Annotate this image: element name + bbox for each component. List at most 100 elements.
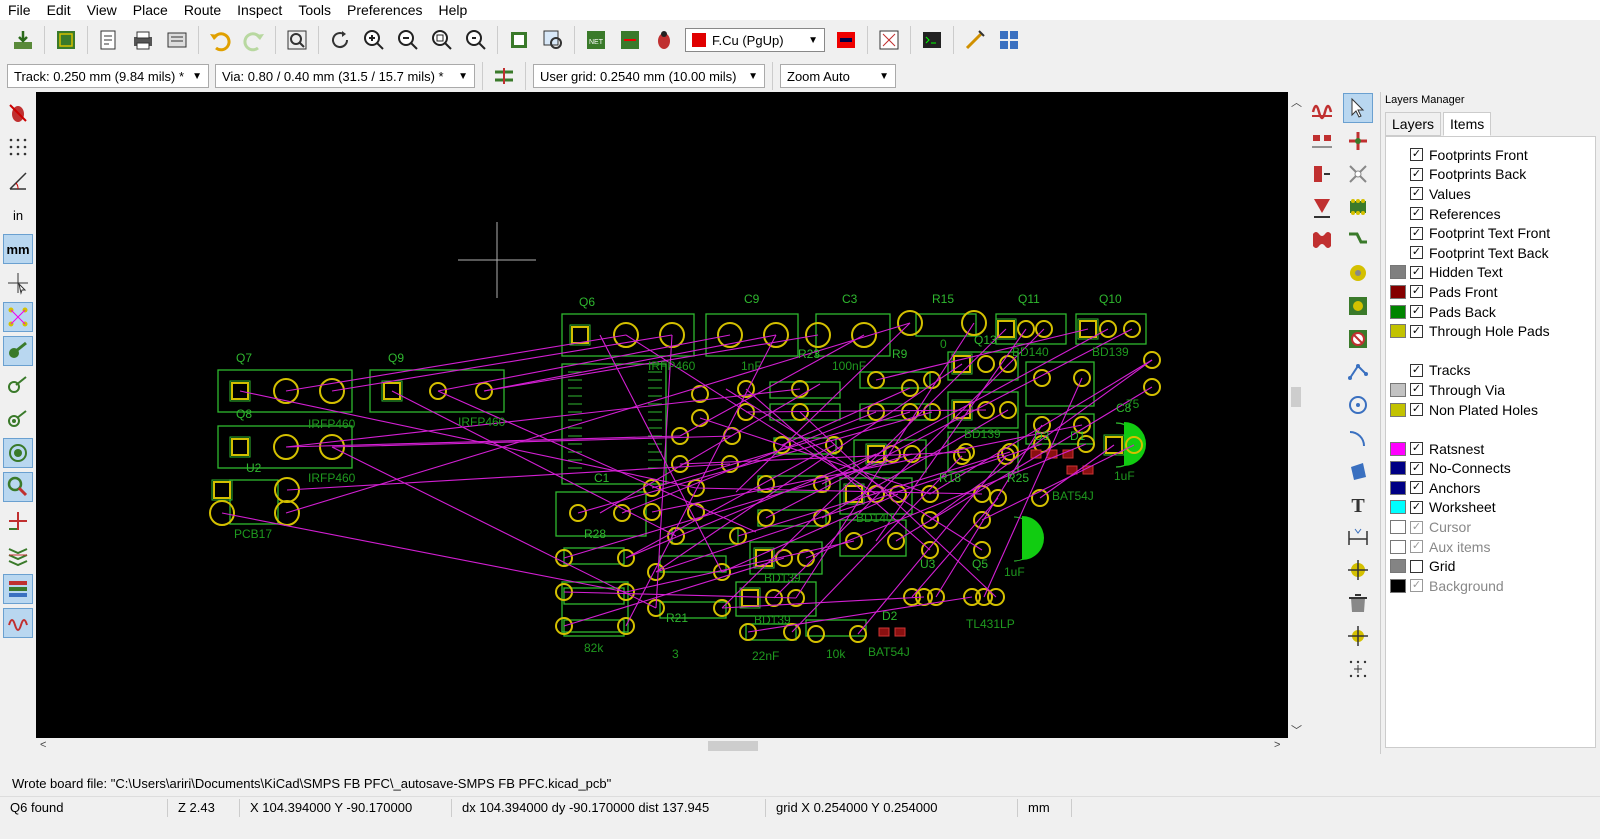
visibility-checkbox[interactable]: ✓ [1410,540,1423,554]
pad-round[interactable] [687,503,705,521]
polar-coords-icon[interactable] [3,166,33,196]
pad-round[interactable] [921,541,939,559]
pad-round[interactable] [805,322,831,348]
drc-off-icon[interactable] [3,98,33,128]
pad-square[interactable] [571,326,589,344]
pad-round[interactable] [617,617,635,635]
pad-round[interactable] [691,385,709,403]
pad-round[interactable] [1077,435,1095,453]
pad-round[interactable] [617,583,635,601]
high-contrast-icon[interactable] [3,472,33,502]
menu-place[interactable]: Place [132,2,168,18]
layers-manager-toggle-icon[interactable] [3,574,33,604]
horizontal-scrollbar[interactable]: < > [36,738,1288,754]
color-swatch[interactable] [1390,265,1406,280]
color-swatch[interactable] [1390,578,1406,593]
update-pcb-icon[interactable] [616,26,644,54]
pad-round[interactable] [209,500,235,526]
layer-selector[interactable]: F.Cu (PgUp) ▼ [685,28,825,52]
zoom-in-icon[interactable] [360,26,388,54]
via-size-select[interactable]: Via: 0.80 / 0.40 mm (31.5 / 15.7 mils) *… [215,64,475,88]
route-track-icon[interactable] [1343,225,1373,255]
ratsnest-toggle-icon[interactable] [3,302,33,332]
pad-square[interactable] [1079,320,1097,338]
visibility-checkbox[interactable]: ✓ [1410,579,1423,593]
pad-round[interactable] [569,504,587,522]
redo-icon[interactable] [240,26,268,54]
pad-round[interactable] [791,380,809,398]
pad-round[interactable] [691,409,709,427]
layer-icon[interactable] [3,540,33,570]
drc-icon[interactable] [650,26,678,54]
pad-round[interactable] [475,382,493,400]
footprint-editor-icon[interactable] [505,26,533,54]
grid-toggle-icon[interactable] [3,132,33,162]
layer-pair-icon[interactable] [832,26,860,54]
pad-round[interactable] [1125,436,1143,454]
pad-square[interactable] [741,589,759,607]
pad-round[interactable] [989,489,1007,507]
zoom-selection-icon[interactable] [462,26,490,54]
color-swatch[interactable] [1390,461,1406,476]
visibility-checkbox[interactable]: ✓ [1410,520,1423,534]
color-swatch[interactable] [1390,539,1406,554]
show-ratsnest-icon[interactable] [875,26,903,54]
scroll-up-icon[interactable]: ︿ [1291,97,1302,109]
pad-round[interactable] [617,549,635,567]
select-arrow-icon[interactable] [1343,93,1373,123]
autoroute-icon[interactable] [961,26,989,54]
pad-round[interactable] [851,322,877,348]
pad-round[interactable] [729,527,747,545]
menu-view[interactable]: View [86,2,117,18]
vertical-scroll-thumb[interactable] [1291,387,1301,407]
pad-round[interactable] [717,322,743,348]
color-swatch[interactable] [1390,402,1406,417]
pad-round[interactable] [887,532,905,550]
pad-outline-icon[interactable] [3,370,33,400]
pad-round[interactable] [1033,369,1051,387]
zoom-fit-icon[interactable] [428,26,456,54]
pad-round[interactable] [977,355,995,373]
menu-help[interactable]: Help [438,2,468,18]
page-settings-icon[interactable] [95,26,123,54]
smd-pad[interactable] [1066,465,1078,475]
pad-round[interactable] [845,532,863,550]
add-text-icon[interactable]: T [1343,489,1373,519]
scroll-left-icon[interactable]: < [40,739,47,751]
pad-round[interactable] [897,310,923,336]
pad-round[interactable] [613,322,639,348]
color-swatch[interactable] [1390,324,1406,339]
color-swatch[interactable] [1390,500,1406,515]
pad-round[interactable] [757,475,775,493]
pad-square[interactable] [755,549,773,567]
microwave-toolbar-icon[interactable] [3,608,33,638]
footprint-viewer-icon[interactable] [539,26,567,54]
tab-items[interactable]: Items [1443,112,1492,136]
delete-icon[interactable] [1343,588,1373,618]
color-swatch[interactable] [1390,304,1406,319]
pad-round[interactable] [1099,320,1117,338]
pad-round[interactable] [739,623,757,641]
pad-square[interactable] [383,382,401,400]
track-width-select[interactable]: Track: 0.250 mm (9.84 mils) * ▼ [7,64,209,88]
pad-round[interactable] [999,355,1017,373]
scripting-console-icon[interactable] [918,26,946,54]
visibility-checkbox[interactable]: ✓ [1410,383,1423,397]
pad-round[interactable] [807,625,825,643]
pad-round[interactable] [849,625,867,643]
pad-round[interactable] [757,509,775,527]
menu-file[interactable]: File [8,2,31,18]
add-dimension-icon[interactable] [1343,522,1373,552]
pad-square[interactable] [1105,436,1123,454]
pad-round[interactable] [319,378,345,404]
zoom-select[interactable]: Zoom Auto ▼ [780,64,896,88]
pad-round[interactable] [973,511,991,529]
pad-round[interactable] [763,322,789,348]
pad-square[interactable] [845,485,863,503]
color-swatch[interactable] [1390,480,1406,495]
pad-round[interactable] [1033,435,1051,453]
pad-round[interactable] [773,436,791,454]
menu-edit[interactable]: Edit [46,2,71,18]
find-icon[interactable] [283,26,311,54]
